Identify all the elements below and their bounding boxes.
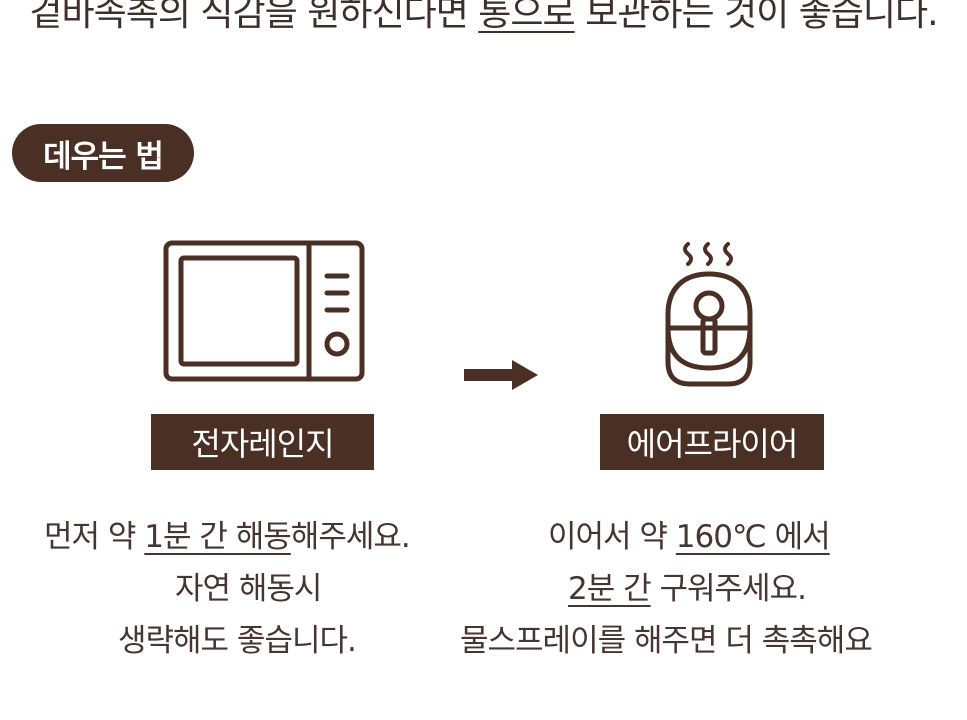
step2-underlined-time: 2분 간 xyxy=(568,571,652,607)
intro-text: 겉바속촉의 식감을 원하신다면 통으로 보관하는 것이 좋습니다. xyxy=(0,0,967,36)
step1-line3: 생략해도 좋습니다. xyxy=(118,623,357,659)
step-label-airfryer: 에어프라이어 xyxy=(600,414,824,470)
step2-line1: 이어서 약 160℃ 에서 xyxy=(548,519,831,555)
section-badge: 데우는 법 xyxy=(12,124,194,182)
air-fryer-icon xyxy=(665,242,753,387)
intro-underlined: 통으로 xyxy=(478,0,575,34)
step1-line1: 먼저 약 1분 간 해동해주세요. xyxy=(44,519,411,555)
step2-line2: 2분 간 구워주세요. xyxy=(568,571,807,607)
step2-line3: 물스프레이를 해주면 더 촉촉해요 xyxy=(460,623,873,659)
arrow-right-icon xyxy=(464,360,538,390)
step1-underlined: 1분 간 해동 xyxy=(144,519,292,555)
step-label-microwave: 전자레인지 xyxy=(151,414,374,470)
microwave-icon xyxy=(163,240,365,382)
step2-underlined-temp: 160℃ 에서 xyxy=(675,519,831,555)
step1-line2: 자연 해동시 xyxy=(175,571,322,607)
